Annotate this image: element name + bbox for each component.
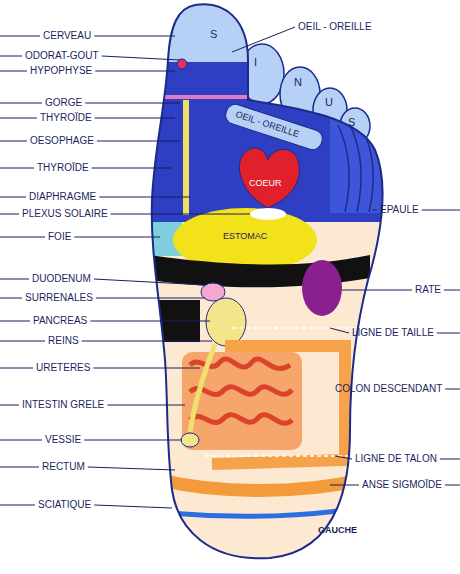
zone-label: U: [325, 96, 333, 108]
zone-label: I: [254, 56, 257, 68]
part-label: SCIATIQUE: [38, 499, 91, 511]
part-label: INTESTIN GRELE: [22, 399, 104, 411]
leader-line: [99, 197, 190, 198]
part-label: OESOPHAGE: [30, 135, 94, 147]
leader-line: [90, 321, 210, 322]
leader-line: [0, 467, 39, 468]
zone-label: S: [210, 28, 217, 40]
leader-line: [84, 440, 182, 441]
leader-line: [74, 237, 160, 238]
leader-line: [0, 141, 27, 142]
part-label: COLON DESCENDANT: [335, 383, 442, 395]
leader-line: [0, 214, 19, 215]
leader-line: [88, 467, 175, 470]
part-label: THYROÏDE: [40, 112, 92, 124]
leader-line: [0, 405, 19, 406]
part-label: HYPOPHYSE: [30, 65, 92, 77]
part-label: PLEXUS SOLAIRE: [22, 208, 108, 220]
part-label: VESSIE: [45, 434, 81, 446]
leader-line: [0, 103, 42, 104]
part-label: DIAPHRAGME: [29, 191, 96, 203]
zone-label: GAUCHE: [318, 524, 357, 536]
part-label: EPAULE: [380, 204, 419, 216]
zone-label: COEUR: [249, 177, 282, 189]
leader-line: [330, 328, 349, 333]
leader-line: [372, 210, 377, 211]
part-label: GORGE: [45, 97, 82, 109]
part-label: RECTUM: [42, 461, 85, 473]
part-label: RATE: [415, 284, 441, 296]
leader-line: [82, 341, 212, 342]
leader-line: [342, 290, 412, 291]
leader-line: [232, 27, 295, 52]
leader-line: [0, 321, 30, 322]
leader-line: [94, 36, 175, 37]
leader-line: [102, 56, 180, 60]
leader-line: [335, 456, 352, 459]
leader-line: [107, 405, 185, 406]
leader-line: [97, 141, 180, 142]
leader-line: [95, 71, 175, 72]
part-label: DUODENUM: [32, 273, 91, 285]
leader-line: [422, 210, 460, 211]
leader-line: [444, 290, 460, 291]
zone-label: ESTOMAC: [223, 230, 267, 242]
leader-line: [0, 237, 45, 238]
leader-line: [445, 485, 460, 486]
leader-line: [93, 368, 200, 369]
part-label: OEIL - OREILLE: [298, 21, 372, 33]
leader-line: [445, 389, 460, 390]
part-label: FOIE: [48, 231, 71, 243]
leader-line: [330, 485, 359, 486]
leader-line: [85, 103, 180, 104]
part-label: ODORAT-GOUT: [25, 50, 99, 62]
part-label: THYROÏDE: [37, 162, 89, 174]
leader-line: [94, 279, 205, 285]
leader-line: [0, 168, 34, 169]
part-label: LIGNE DE TALON: [355, 453, 437, 465]
leader-line: [0, 71, 27, 72]
foot-outline: [152, 4, 383, 558]
leader-line: [94, 505, 172, 508]
part-label: CERVEAU: [43, 30, 91, 42]
leader-line: [111, 214, 250, 215]
leader-line: [0, 440, 42, 441]
zone-label: OEIL - OREILLE: [234, 108, 301, 140]
leader-line: [0, 118, 37, 119]
leader-line: [437, 333, 460, 334]
part-label: REINS: [48, 335, 79, 347]
part-label: PANCREAS: [33, 315, 87, 327]
leader-line: [0, 279, 29, 280]
leader-line: [0, 341, 45, 342]
leader-line: [440, 459, 460, 460]
leader-line: [92, 168, 172, 169]
part-label: SURRENALES: [25, 292, 93, 304]
leader-line: [0, 56, 22, 57]
leader-line: [95, 118, 175, 119]
leader-line: [0, 505, 35, 506]
leader-line: [0, 368, 33, 369]
leader-line: [0, 36, 40, 37]
leader-line: [0, 298, 22, 299]
part-label: URETERES: [36, 362, 90, 374]
part-label: LIGNE DE TAILLE: [352, 327, 434, 339]
leader-line: [96, 298, 205, 299]
leader-line: [0, 197, 26, 198]
zone-label: N: [294, 76, 302, 88]
zone-label: S: [348, 116, 355, 128]
part-label: ANSE SIGMOÏDE: [362, 479, 442, 491]
